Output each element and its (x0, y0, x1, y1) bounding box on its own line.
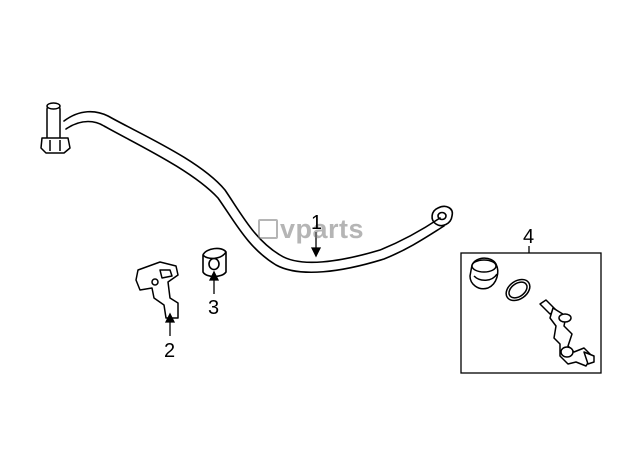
bar-bolt-end (40, 102, 71, 154)
callout-leaders (164, 232, 530, 336)
bar-bracket (135, 261, 179, 319)
callout-3: 3 (208, 297, 220, 319)
callout-4: 4 (523, 226, 535, 248)
logo-mark-icon (258, 219, 278, 239)
stabilizer-bar (63, 110, 454, 274)
watermark-text: vparts (280, 214, 365, 244)
watermark-logo: vparts (258, 214, 364, 245)
kit-contents (469, 257, 595, 367)
bar-bushing (202, 247, 227, 278)
callout-1: 1 (311, 212, 323, 234)
callout-2: 2 (164, 340, 176, 362)
